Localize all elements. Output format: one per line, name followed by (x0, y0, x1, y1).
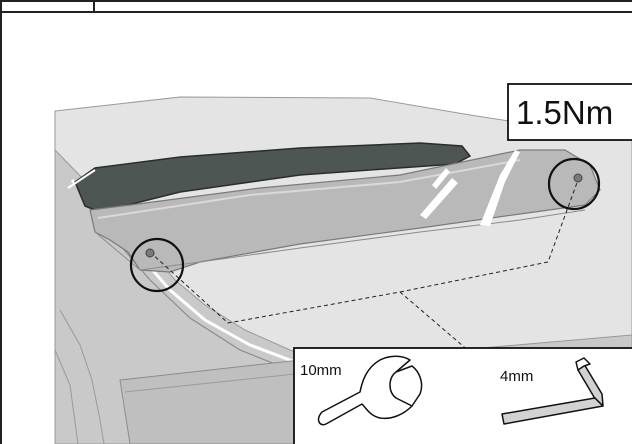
open-end-wrench-icon (317, 355, 423, 426)
hex-key-icon (501, 357, 604, 425)
right-bolt (573, 173, 583, 183)
left-bolt (145, 248, 155, 258)
tools-box: 10mm 4mm (293, 347, 632, 444)
torque-spec-box: 1.5Nm (507, 83, 632, 141)
leader-lines (149, 179, 579, 353)
torque-value: 1.5Nm (516, 94, 613, 131)
right-callout-circle (547, 157, 601, 211)
left-callout-circle (129, 237, 185, 293)
wrench-size-label: 10mm (300, 362, 342, 379)
left-bolt-callout (129, 237, 185, 293)
rear-spoiler (89, 149, 601, 273)
hex-key-size-label: 4mm (500, 368, 533, 385)
right-bolt-callout (547, 157, 601, 211)
